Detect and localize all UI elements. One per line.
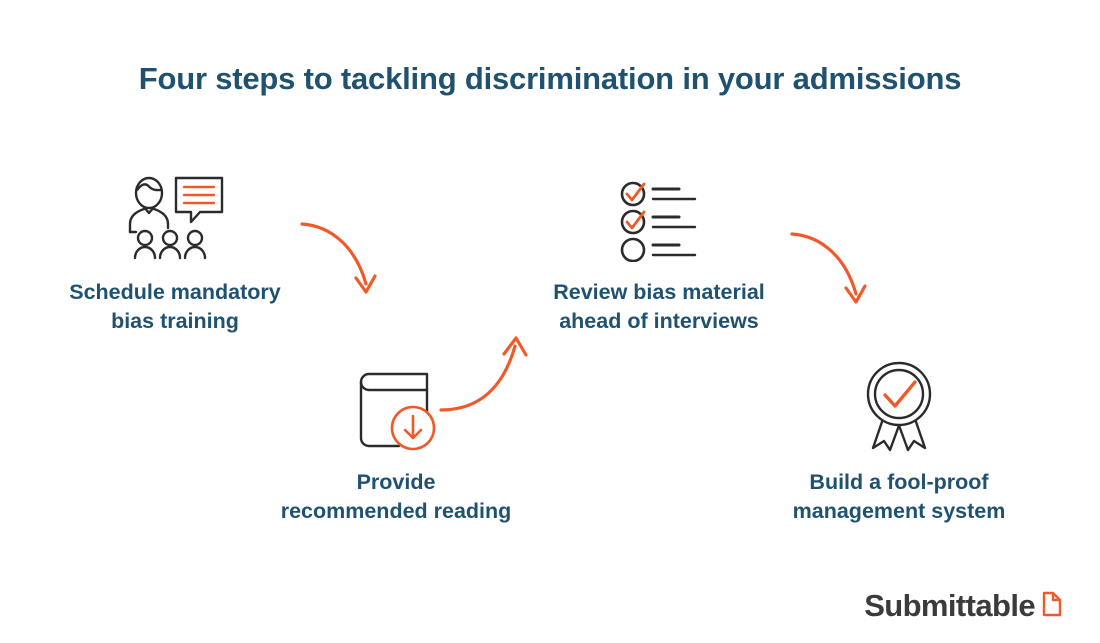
step-2-caption-line-1: Provide [356, 470, 436, 494]
presenter-with-speech-bubble-icon [128, 176, 224, 260]
step-3-review-bias-material: Review bias material ahead of interviews [494, 162, 824, 336]
step-1-schedule-mandatory-bias-training: Schedule mandatory bias training [10, 162, 340, 336]
submittable-wordmark: Submittable [864, 588, 1035, 623]
step-4-caption-line-1: Build a fool-proof [809, 470, 989, 494]
step-3-caption-line-1: Review bias material [553, 280, 765, 304]
step-2-caption-line-2: recommended reading [280, 499, 512, 524]
step-2-icon-wrap [231, 352, 561, 452]
step-1-caption-line-2: bias training [111, 309, 239, 334]
step-3-icon-wrap [494, 162, 824, 262]
step-1-caption: Schedule mandatory bias training [10, 278, 340, 336]
step-4-build-management-system: Build a fool-proof management system [734, 352, 1064, 526]
step-1-icon-wrap [10, 162, 340, 262]
checklist-icon [620, 181, 697, 262]
step-4-caption-line-2: management system [792, 499, 1006, 524]
page-corner-icon [1042, 591, 1062, 617]
step-3-caption: Review bias material ahead of interviews [494, 278, 824, 336]
book-download-icon [359, 372, 436, 451]
page-title: Four steps to tackling discrimination in… [138, 61, 962, 96]
step-1-caption-line-1: Schedule mandatory [69, 280, 281, 304]
submittable-logo: Submittable [864, 590, 1062, 621]
step-4-caption: Build a fool-proof management system [734, 468, 1064, 526]
award-ribbon-check-icon [866, 361, 932, 452]
step-2-caption: Provide recommended reading [231, 468, 561, 526]
step-4-icon-wrap [734, 352, 1064, 452]
step-2-provide-recommended-reading: Provide recommended reading [231, 352, 561, 526]
step-3-caption-line-2: ahead of interviews [559, 309, 759, 334]
